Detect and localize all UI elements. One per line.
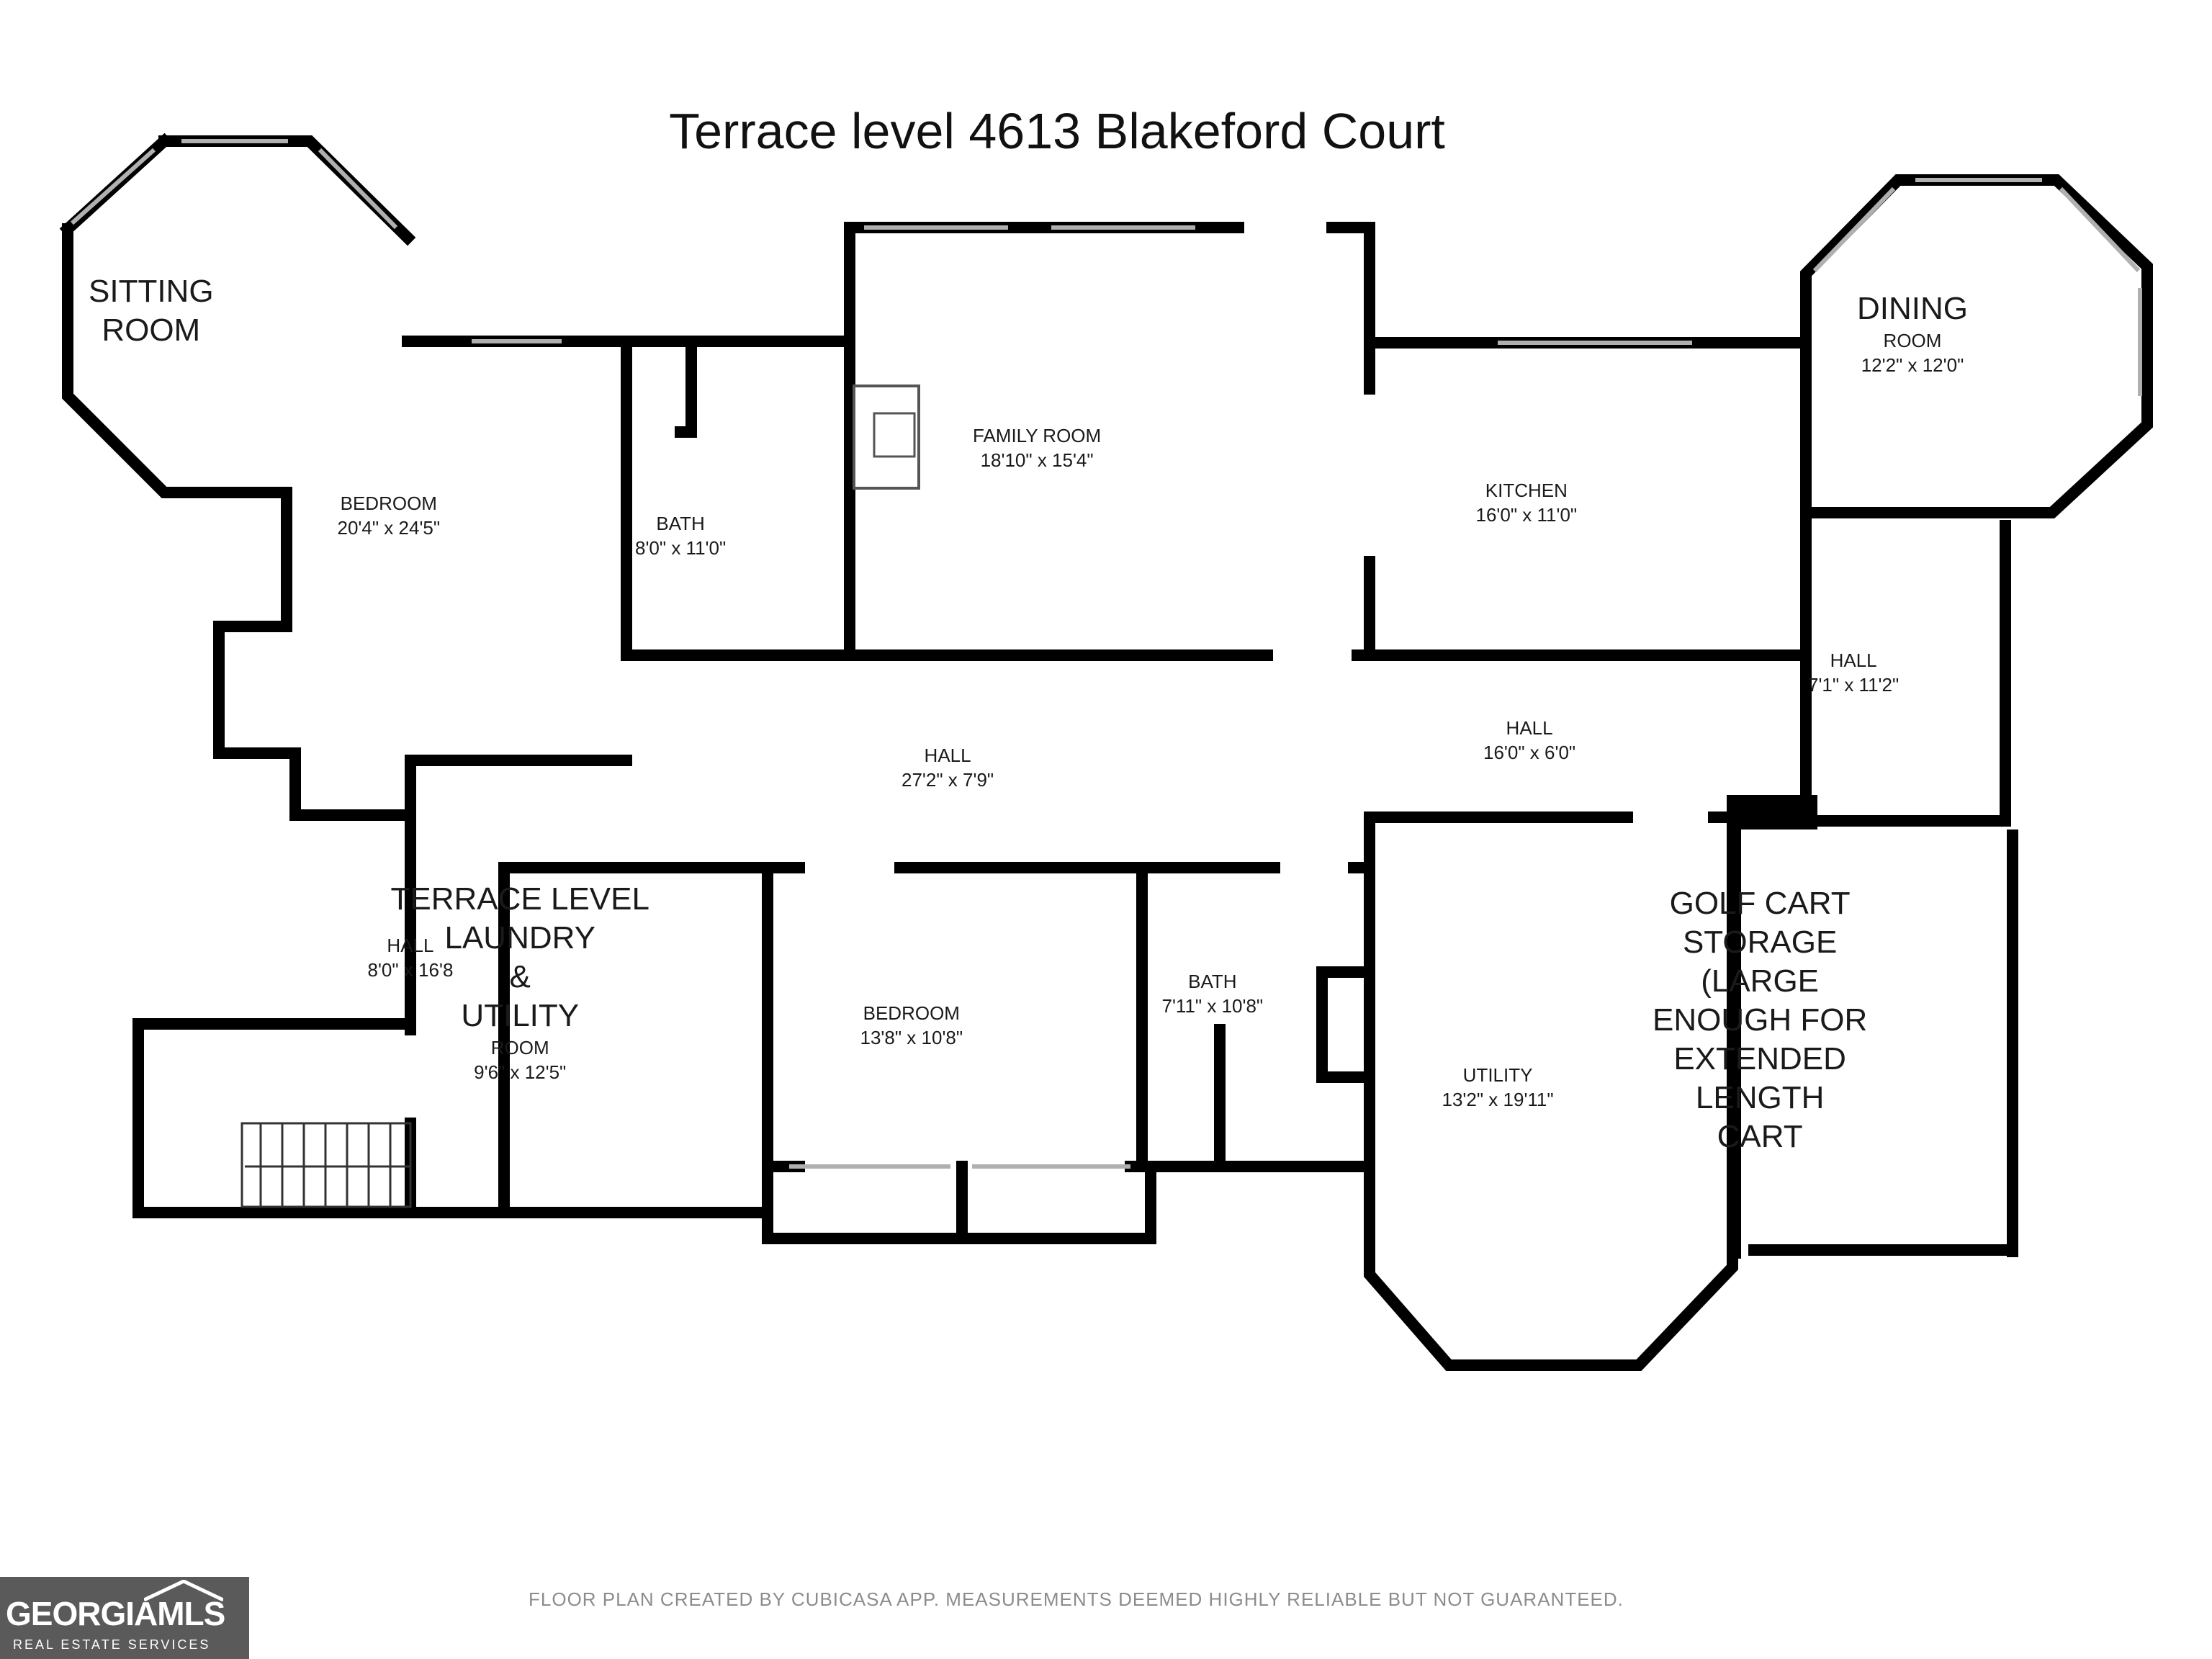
wall-utility xyxy=(1364,815,1738,1371)
wall-bath xyxy=(621,222,855,661)
room-laundry-sub: ROOM xyxy=(490,1037,549,1058)
room-laundry-name-4: UTILITY xyxy=(461,998,580,1033)
title: Terrace level 4613 Blakeford Court xyxy=(669,103,1445,159)
room-laundry-name-3: & xyxy=(509,959,531,994)
room-dining: DINING ROOM 12'2" x 12'0" xyxy=(1857,289,1968,377)
room-utility: UTILITY 13'2" x 19'11" xyxy=(1442,1063,1554,1112)
wall-stairs-area xyxy=(132,862,773,1218)
room-golf-cart-name-3: (LARGE xyxy=(1701,963,1820,999)
wall-sitting-room xyxy=(62,135,632,821)
georgia-mls-logo: GEORGIAMLS REAL ESTATE SERVICES xyxy=(0,1577,249,1659)
room-dining-dim: 12'2" x 12'0" xyxy=(1861,354,1964,376)
room-bedroom-1-name: BEDROOM xyxy=(340,493,437,514)
room-laundry-name-2: LAUNDRY xyxy=(444,920,595,956)
wall-hall-right xyxy=(1800,507,2011,827)
footer-disclaimer: FLOOR PLAN CREATED BY CUBICASA APP. MEAS… xyxy=(529,1588,1624,1610)
room-hall-main-name: HALL xyxy=(924,745,971,766)
room-utility-dim: 13'2" x 19'11" xyxy=(1442,1089,1554,1110)
wall-dining xyxy=(1800,174,2153,518)
room-bedroom-2: BEDROOM 13'8" x 10'8" xyxy=(860,1001,963,1050)
room-dining-name: DINING xyxy=(1857,291,1968,326)
room-golf-cart-name-4: ENOUGH FOR xyxy=(1653,1002,1868,1038)
walls xyxy=(59,132,2153,1371)
room-golf-cart-name-2: STORAGE xyxy=(1682,925,1838,960)
wall-bath2 xyxy=(1214,966,1367,1172)
room-family-room-name: FAMILY ROOM xyxy=(973,425,1102,446)
room-utility-name: UTILITY xyxy=(1462,1064,1533,1086)
window-sitting xyxy=(70,139,398,230)
wall-kitchen xyxy=(1364,337,1812,823)
room-laundry: TERRACE LEVEL LAUNDRY & UTILITY ROOM 9'6… xyxy=(391,880,649,1084)
wall-family-room xyxy=(844,222,1375,661)
roof-icon xyxy=(144,1580,223,1601)
room-golf-cart-name-5: EXTENDED xyxy=(1673,1041,1846,1076)
room-golf-cart-name-1: GOLF CART xyxy=(1669,886,1851,921)
room-hall-east: HALL 16'0" x 6'0" xyxy=(1483,716,1575,765)
room-bath-1: BATH 8'0" x 11'0" xyxy=(635,511,726,560)
room-bedroom-2-dim: 13'8" x 10'8" xyxy=(860,1027,963,1048)
room-sitting-room-name-1: SITTING xyxy=(89,274,214,309)
stair-treads xyxy=(245,1123,410,1207)
stairs xyxy=(240,1122,412,1208)
room-kitchen-dim: 16'0" x 11'0" xyxy=(1475,504,1578,526)
room-family-room-dim: 18'10" x 15'4" xyxy=(980,449,1094,471)
room-bath-2: BATH 7'11" x 10'8" xyxy=(1162,969,1264,1018)
fireplace-box xyxy=(873,412,916,458)
room-hall-right-dim: 7'1" x 11'2" xyxy=(1808,674,1899,696)
room-hall-east-dim: 16'0" x 6'0" xyxy=(1483,742,1576,763)
room-hall-lower-dim: 8'0" x 16'8 xyxy=(367,959,454,981)
room-bedroom-1: BEDROOM 20'4" x 24'5" xyxy=(338,491,441,540)
room-bath-2-name: BATH xyxy=(1188,971,1237,992)
room-hall-main-dim: 27'2" x 7'9" xyxy=(902,769,994,791)
room-hall-lower-name: HALL xyxy=(387,935,434,956)
room-laundry-dim: 9'6" x 12'5" xyxy=(474,1061,567,1083)
windows xyxy=(70,139,2142,1169)
room-hall-lower: HALL 8'0" x 16'8 xyxy=(368,933,454,982)
room-bath-1-name: BATH xyxy=(656,513,705,534)
room-golf-cart-storage: GOLF CART STORAGE (LARGE ENOUGH FOR EXTE… xyxy=(1653,884,1867,1156)
room-hall-main: HALL 27'2" x 7'9" xyxy=(902,743,994,792)
logo-main-text: GEORGIAMLS xyxy=(6,1595,225,1632)
room-bath-2-dim: 7'11" x 10'8" xyxy=(1161,995,1264,1017)
room-sitting-room-name-2: ROOM xyxy=(102,313,201,348)
window-dining xyxy=(1812,178,2142,396)
room-bath-1-dim: 8'0" x 11'0" xyxy=(635,537,727,559)
plan-title: Terrace level 4613 Blakeford Court xyxy=(669,103,1445,159)
room-hall-east-name: HALL xyxy=(1506,717,1553,739)
room-kitchen: KITCHEN 16'0" x 11'0" xyxy=(1476,478,1578,527)
room-sitting-room: SITTING ROOM xyxy=(89,272,214,350)
room-dining-sub: ROOM xyxy=(1883,330,1942,351)
wall-bedroom2 xyxy=(762,862,1375,1172)
logo-sub-text: REAL ESTATE SERVICES xyxy=(13,1637,211,1652)
room-golf-cart-name-6: LENGTH xyxy=(1695,1080,1825,1115)
wall-laundry xyxy=(498,862,1375,1244)
room-kitchen-name: KITCHEN xyxy=(1485,480,1568,501)
room-bedroom-2-name: BEDROOM xyxy=(863,1002,960,1024)
room-hall-right-name: HALL xyxy=(1830,649,1877,671)
room-laundry-name-1: TERRACE LEVEL xyxy=(390,881,649,917)
room-bedroom-1-dim: 20'4" x 24'5" xyxy=(337,517,441,539)
room-golf-cart-name-7: CART xyxy=(1717,1119,1803,1154)
fireplace xyxy=(853,385,920,490)
room-family-room: FAMILY ROOM 18'10" x 15'4" xyxy=(973,423,1101,472)
room-hall-right: HALL 7'1" x 11'2" xyxy=(1808,648,1899,697)
